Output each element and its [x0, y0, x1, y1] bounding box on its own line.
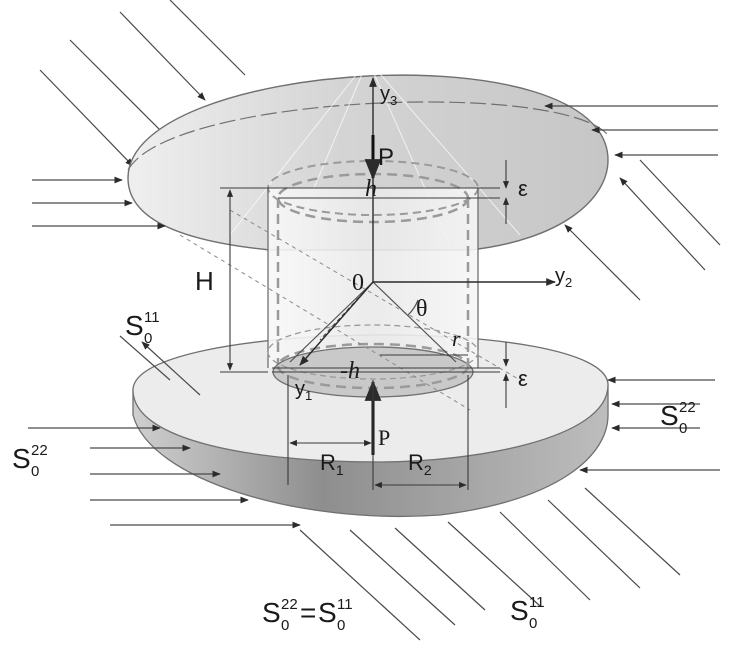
label-s22-right: S 0 22 — [660, 399, 696, 437]
label-y3: y3 — [380, 83, 397, 108]
svg-text:22: 22 — [31, 442, 48, 459]
label-p-bottom: P — [378, 425, 390, 450]
svg-text:S: S — [510, 595, 529, 626]
svg-text:0: 0 — [144, 330, 152, 347]
label-y1: y1 — [295, 378, 312, 403]
traction-arrows-dome-left — [32, 176, 166, 230]
svg-text:0: 0 — [529, 615, 537, 632]
svg-text:0: 0 — [31, 463, 39, 480]
label-s11-left: S 0 11 — [125, 309, 160, 347]
label-s22-left: S 0 22 — [12, 442, 48, 480]
label-epsilon-top: ε — [518, 176, 528, 201]
svg-text:11: 11 — [144, 309, 160, 326]
svg-text:S: S — [660, 400, 679, 431]
diagram-labels: y3 y2 y1 P P h -h ε ε H 0 θ r R1 R2 S 0 … — [12, 83, 696, 634]
label-r: r — [452, 326, 461, 351]
label-h-bottom: -h — [340, 358, 360, 384]
traction-arrows-disk — [28, 335, 720, 641]
svg-text:0: 0 — [337, 617, 345, 634]
label-s11-bottom: S 0 11 — [510, 594, 545, 632]
traction-arrows-dome-right — [544, 102, 721, 301]
svg-text:S: S — [318, 597, 337, 628]
svg-text:11: 11 — [337, 596, 353, 613]
traction-arrows-upper-left — [39, 0, 246, 167]
svg-text:=: = — [300, 597, 316, 628]
svg-text:S: S — [12, 443, 31, 474]
svg-text:22: 22 — [679, 399, 696, 416]
label-origin: 0 — [352, 270, 364, 296]
svg-text:S: S — [262, 597, 281, 628]
dimension-lines — [220, 160, 510, 490]
svg-text:22: 22 — [281, 596, 298, 613]
cone-lines — [289, 281, 457, 363]
label-h-top: h — [365, 176, 377, 202]
equation-label: S 0 22 = S 0 11 — [262, 596, 353, 634]
svg-text:S: S — [125, 310, 144, 341]
label-y2: y2 — [555, 265, 572, 290]
label-theta: θ — [416, 296, 428, 322]
label-r1: R1 — [320, 450, 344, 478]
label-p-top: P — [378, 144, 394, 171]
svg-text:0: 0 — [281, 617, 289, 634]
label-r2: R2 — [408, 450, 432, 478]
label-h-height: H — [195, 266, 214, 296]
label-epsilon-bottom: ε — [518, 366, 528, 391]
svg-text:0: 0 — [679, 420, 687, 437]
svg-text:11: 11 — [529, 594, 545, 611]
